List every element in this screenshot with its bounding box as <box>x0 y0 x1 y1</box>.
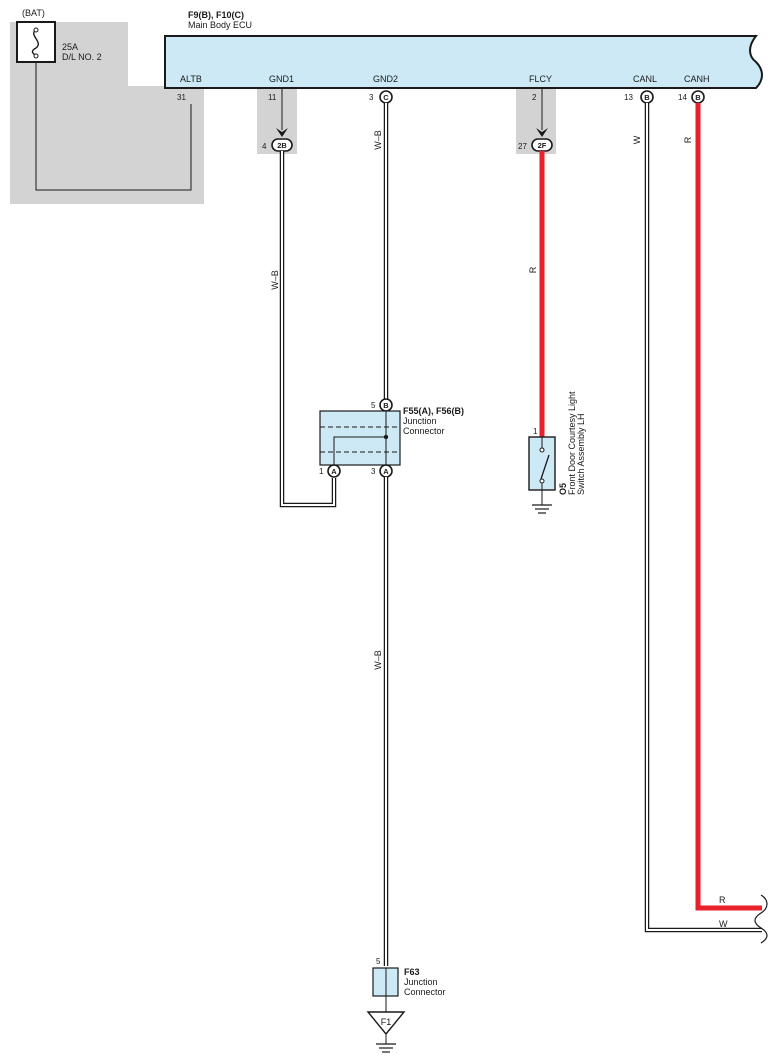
canl-wire-fill <box>646 103 762 931</box>
canl-wire-color: W <box>632 135 642 144</box>
switch-o5-contact-top <box>539 447 545 453</box>
inline-connector-2f-pin: 27 <box>518 142 527 151</box>
svg-text:C: C <box>383 93 389 102</box>
flcy-arrow-icon <box>536 128 548 137</box>
switch-o5-line2: Switch Assembly LH <box>576 413 586 495</box>
svg-text:B: B <box>695 93 701 102</box>
ecu-connectors: F9(B), F10(C) <box>188 10 244 20</box>
gnd2-wire-color-lower: W–B <box>373 650 383 670</box>
fuse-terminal-top <box>33 27 39 33</box>
gnd1-arrow-icon <box>276 128 288 137</box>
switch-ground-icon <box>532 504 552 514</box>
junction-f63-code: F63 <box>404 967 420 977</box>
switch-o5-pin: 1 <box>533 427 538 436</box>
svg-text:B: B <box>644 93 650 102</box>
ground-icon <box>376 1043 396 1053</box>
pin-name-gnd2: GND2 <box>373 74 398 84</box>
conn-circle-gnd2: C <box>379 90 393 104</box>
switch-o5-line1: Front Door Courtesy Light <box>567 391 577 495</box>
junction-bottom-left-connector: A <box>327 464 341 478</box>
ecu-name: Main Body ECU <box>188 20 252 30</box>
junction-bottom-right-connector: A <box>379 464 393 478</box>
canh-wire-color: R <box>683 136 693 143</box>
canl-end-wire-color: W <box>719 919 728 929</box>
switch-o5-code: O5 <box>558 483 568 495</box>
svg-text:A: A <box>331 467 337 476</box>
junction-f55-code: F55(A), F56(B) <box>403 406 464 416</box>
pin-number-flcy: 2 <box>532 93 537 102</box>
wire-break-mark <box>754 894 768 944</box>
junction-bottom-right-pin: 3 <box>371 467 376 476</box>
junction-top-connector: B <box>379 398 393 412</box>
junction-f63-pin: 5 <box>376 957 381 966</box>
inline-connector-2f-label: 2F <box>538 141 547 150</box>
pin-name-gnd1: GND1 <box>269 74 294 84</box>
pin-number-gnd2: 3 <box>369 93 374 102</box>
svg-text:B: B <box>383 401 389 410</box>
canh-end-wire-color: R <box>719 895 726 905</box>
fuse-terminal-bottom <box>33 53 39 59</box>
svg-text:A: A <box>383 467 389 476</box>
junction-f63-line1: Junction <box>404 977 438 987</box>
gnd1-wire-color: W–B <box>270 270 280 290</box>
junction-top-pin: 5 <box>371 401 376 410</box>
pin-name-canh: CANH <box>684 74 710 84</box>
ground-point-f1-label: F1 <box>381 1017 392 1027</box>
inline-connector-2b-label: 2B <box>277 141 287 150</box>
pin-number-gnd1: 11 <box>268 93 277 102</box>
pin-name-altb: ALTB <box>180 74 202 84</box>
conn-circle-canh: B <box>691 90 705 104</box>
canl-wire-outline <box>644 103 762 933</box>
fuse-name: D/L NO. 2 <box>62 52 102 62</box>
junction-link <box>333 436 386 465</box>
junction-f55-box <box>319 410 401 466</box>
junction-f55-line2: Connector <box>403 426 445 436</box>
pin-number-canl: 13 <box>624 93 633 102</box>
pin-number-altb: 31 <box>177 93 186 102</box>
conn-circle-canl: B <box>640 90 654 104</box>
junction-bottom-left-pin: 1 <box>319 467 324 476</box>
switch-o5-label-group: O5 Front Door Courtesy Light Switch Asse… <box>558 391 586 495</box>
inline-connector-2b-pin: 4 <box>262 142 267 151</box>
pin-name-flcy: FLCY <box>529 74 552 84</box>
main-body-ecu <box>164 35 763 89</box>
power-shade-region <box>10 22 204 204</box>
gnd1-wire-fill <box>281 151 335 506</box>
pin-name-canl: CANL <box>633 74 657 84</box>
switch-o5-lever-icon <box>540 454 550 480</box>
junction-f63-line2: Connector <box>404 987 446 997</box>
bat-label: (BAT) <box>22 8 45 18</box>
flcy-wire-color: R <box>528 266 538 273</box>
switch-o5-contact-bottom <box>539 478 545 484</box>
junction-f55-line1: Junction <box>403 416 437 426</box>
ground-point-f1-triangle <box>366 1011 406 1036</box>
gnd2-wire-color-upper: W–B <box>373 130 383 150</box>
junction-splice-dot <box>383 434 389 440</box>
altb-wire <box>35 62 192 191</box>
fuse-rating: 25A <box>62 42 78 52</box>
pin-number-canh: 14 <box>678 93 687 102</box>
canh-wire <box>695 103 762 911</box>
